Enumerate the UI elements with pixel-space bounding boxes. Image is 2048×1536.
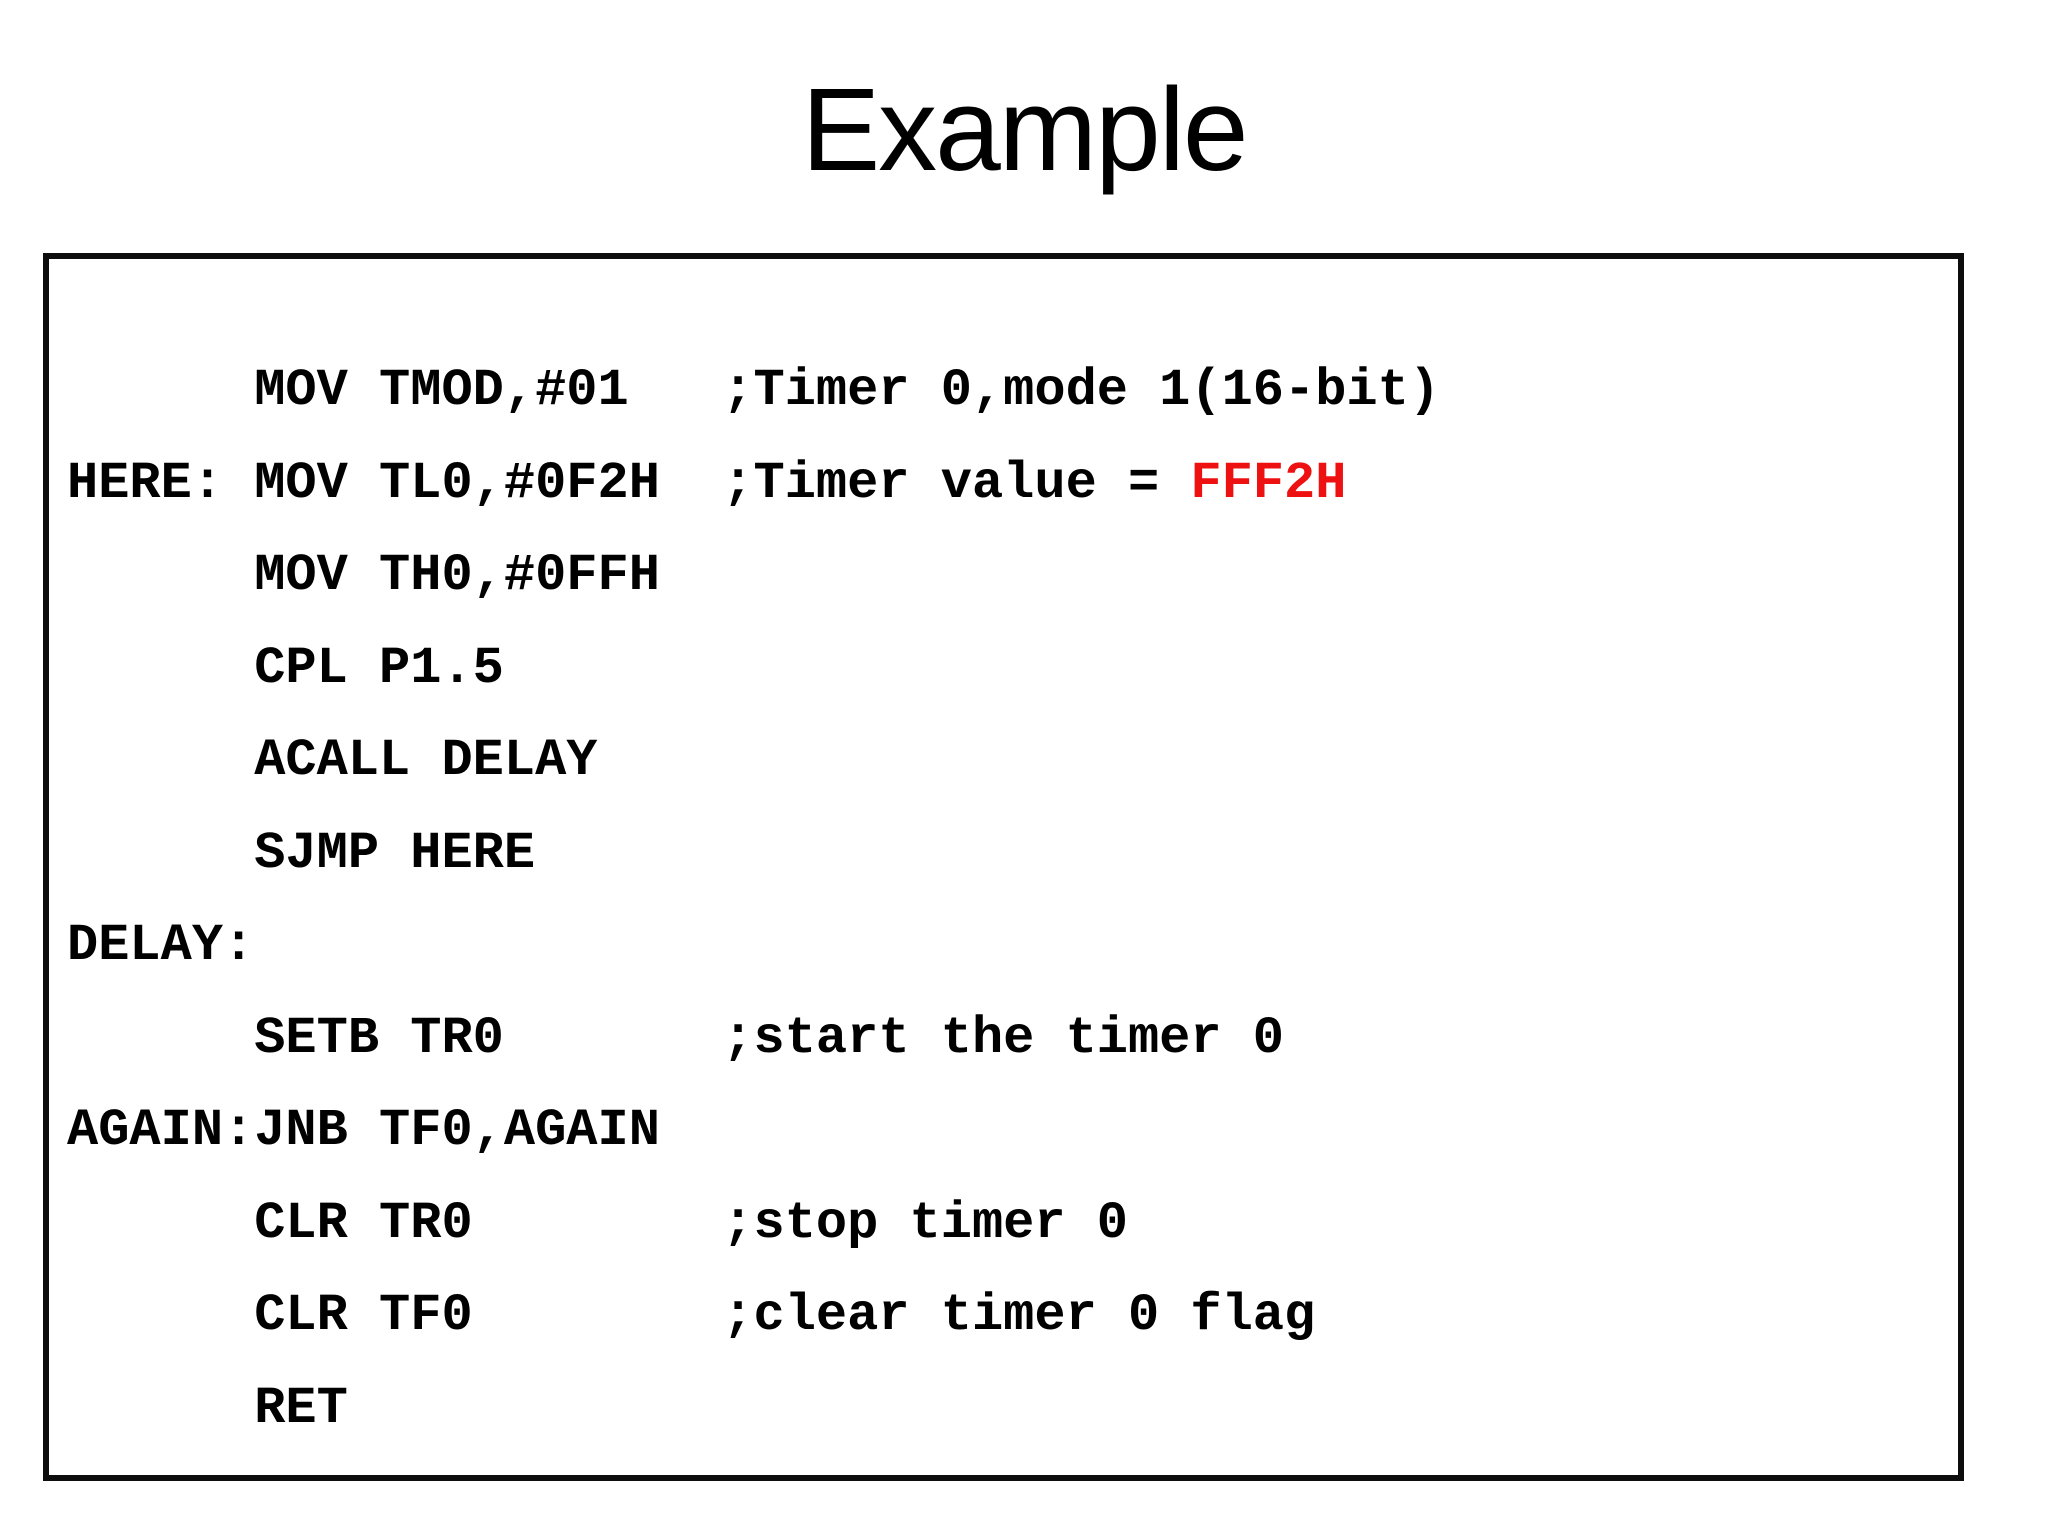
code-line: HERE: MOV TL0,#0F2H ;Timer value = FFF2H [67,438,1950,531]
code-text: MOV TH0,#0FFH [67,546,660,605]
code-line: SJMP HERE [67,808,1950,901]
highlighted-timer-value: FFF2H [1190,453,1347,513]
code-line: MOV TH0,#0FFH [67,530,1950,623]
slide-title: Example [801,64,1248,196]
code-text: SJMP HERE [67,823,536,883]
code-text: DELAY: [67,916,255,975]
code-line: MOV TMOD,#01 ;Timer 0,mode 1(16-bit) [67,345,1950,438]
code-lines: MOV TMOD,#01 ;Timer 0,mode 1(16-bit) HERE… [49,259,1958,1455]
code-line: ACALL DELAY [67,715,1950,808]
code-line: DELAY: [67,900,1950,993]
code-line: CLR TF0 ;clear timer 0 flag [67,1270,1950,1363]
code-line: RET [67,1363,1950,1456]
code-text: CLR TF0 ;clear timer 0 flag [67,1286,1316,1345]
code-text: MOV TMOD,#01 ;Timer 0,mode 1(16-bit) [67,361,1441,420]
code-text: ACALL DELAY [67,731,598,790]
code-box: MOV TMOD,#01 ;Timer 0,mode 1(16-bit) HERE… [43,253,1964,1481]
code-line: AGAIN:JNB TF0,AGAIN [67,1085,1950,1178]
code-text: HERE: MOV TL0,#0F2H ;Timer value = [67,453,1191,513]
code-text: CPL P1.5 [67,638,504,698]
code-line: SETB TR0 ;start the timer 0 [67,993,1950,1086]
code-text: RET [67,1378,348,1438]
code-text: SETB TR0 ;start the timer 0 [67,1008,1284,1068]
code-text: AGAIN:JNB TF0,AGAIN [67,1101,660,1160]
code-line: CPL P1.5 [67,623,1950,716]
code-line: CLR TR0 ;stop timer 0 [67,1178,1950,1271]
code-text: CLR TR0 ;stop timer 0 [67,1193,1128,1253]
